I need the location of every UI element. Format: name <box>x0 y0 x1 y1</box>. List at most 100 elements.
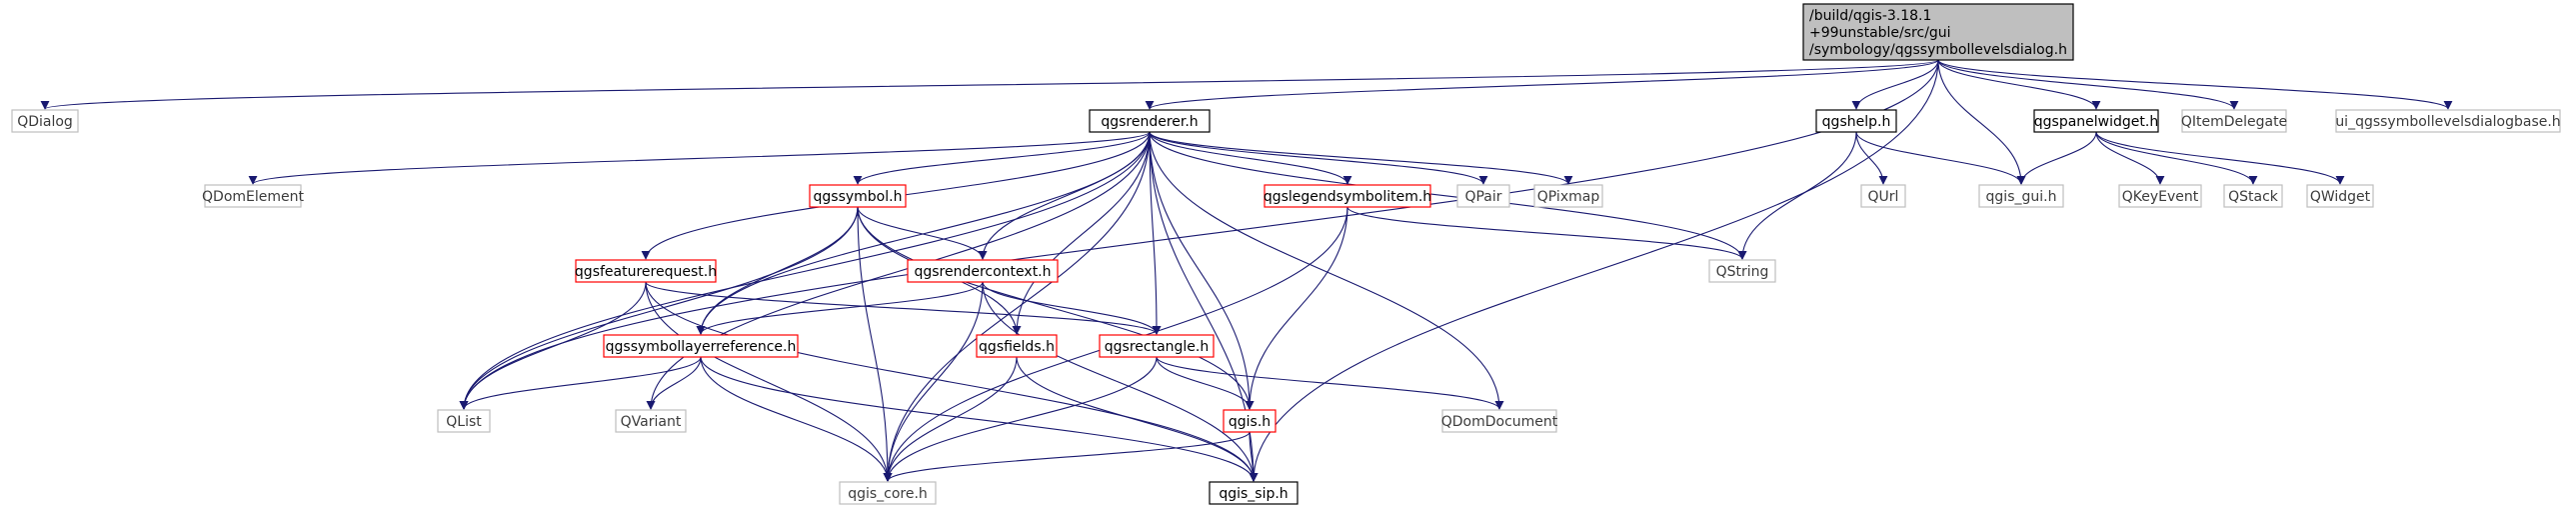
node-qgshelp[interactable]: qgshelp.h <box>1815 109 1897 133</box>
node-label: qgssymbollayerreference.h <box>606 339 797 355</box>
node-label: QList <box>446 414 482 430</box>
edge-qgsfields-to-qgiscore <box>883 356 1018 482</box>
node-label: qgsfields.h <box>979 339 1055 355</box>
edge-qgis-to-qgissip <box>1249 431 1259 482</box>
edge-qgsrenderer-to-qgssymbollayerreference <box>696 131 1151 335</box>
edge-qgspanelwidget-to-qkeyevent <box>2095 131 2165 185</box>
node-label: /symbology/qgssymbollevelsdialog.h <box>1809 42 2067 58</box>
edge-qgshelp-to-qurl <box>1855 131 1888 185</box>
edge-qgsrenderer-to-qgsfields <box>1012 131 1151 335</box>
node-box <box>2306 184 2374 208</box>
node-label: qgsrendercontext.h <box>914 264 1051 280</box>
node-box <box>1533 184 1603 208</box>
edge-root-to-qgisgui <box>1937 59 2026 185</box>
node-label: QPair <box>1464 189 1501 205</box>
edge-qgsrenderer-to-qstring <box>1149 131 1747 260</box>
node-label: QPixmap <box>1537 189 1600 205</box>
node-label: QWidget <box>2310 189 2371 205</box>
node-qpair: QPair <box>1456 184 1510 208</box>
edge-qgslegendsymbolitem-to-qstring <box>1346 206 1747 260</box>
node-qgsrendercontext[interactable]: qgsrendercontext.h <box>907 259 1059 283</box>
edge-qgis-to-qgiscore <box>883 431 1251 482</box>
node-box <box>2118 184 2202 208</box>
edge-qgshelp-to-qgisgui <box>1855 131 2026 185</box>
node-box <box>1223 409 1277 433</box>
node-label: qgis.h <box>1229 414 1271 430</box>
node-label: qgsfeaturerequest.h <box>575 264 717 280</box>
node-label: QDomDocument <box>1441 414 1558 430</box>
edge-qgsrenderer-to-qvariant <box>646 131 1151 410</box>
edge-qgsfeaturerequest-to-qgissip <box>645 281 1259 482</box>
node-label: +99unstable/src/gui <box>1809 25 1951 41</box>
node-qgsrectangle[interactable]: qgsrectangle.h <box>1099 334 1215 358</box>
node-box <box>907 259 1059 283</box>
node-box <box>1815 109 1897 133</box>
edge-qgsrectangle-to-qdomdocument <box>1156 356 1504 410</box>
node-qgsrenderer[interactable]: qgsrenderer.h <box>1089 109 1211 133</box>
node-box <box>2335 109 2561 133</box>
node-qpixmap: QPixmap <box>1533 184 1603 208</box>
edge-qgspanelwidget-to-qwidget <box>2095 131 2345 185</box>
edge-qgssymbollayerreference-to-qvariant <box>646 356 702 410</box>
edge-qgsfeaturerequest-to-qgiscore <box>645 281 893 482</box>
node-qdomelement: QDomElement <box>202 184 304 208</box>
edge-root-to-qgshelp <box>1851 59 1939 110</box>
node-box <box>976 334 1058 358</box>
node-box <box>1802 3 2074 61</box>
node-label: ui_qgssymbollevelsdialogbase.h <box>2335 114 2560 130</box>
node-qgssymbollayerreference[interactable]: qgssymbollayerreference.h <box>603 334 799 358</box>
edge-qgslegendsymbolitem-to-qgis <box>1245 206 1348 410</box>
node-label: QUrl <box>1868 189 1899 205</box>
node-box <box>603 334 799 358</box>
edge-qgsrenderer-to-qgslegendsymbolitem <box>1149 131 1352 185</box>
edge-qgsrenderer-to-qlist <box>459 131 1151 410</box>
node-qgslegendsymbolitem[interactable]: qgslegendsymbolitem.h <box>1264 184 1431 208</box>
edge-qgsrenderer-to-qpair <box>1149 131 1488 185</box>
node-box <box>437 409 491 433</box>
node-box <box>1089 109 1211 133</box>
node-qlist: QList <box>437 409 491 433</box>
node-label: QStack <box>2228 189 2279 205</box>
node-box <box>2181 109 2287 133</box>
node-label: qgis_sip.h <box>1219 486 1288 502</box>
node-box <box>615 409 687 433</box>
node-label: qgsrenderer.h <box>1101 114 1198 130</box>
node-box <box>575 259 717 283</box>
node-box <box>1456 184 1510 208</box>
edge-qgspanelwidget-to-qstack <box>2095 131 2258 185</box>
node-box <box>1264 184 1431 208</box>
nodes-layer: /build/qgis-3.18.1+99unstable/src/gui/sy… <box>11 3 2561 505</box>
node-root[interactable]: /build/qgis-3.18.1+99unstable/src/gui/sy… <box>1802 3 2074 61</box>
node-box <box>1978 184 2064 208</box>
node-box <box>1209 481 1298 505</box>
node-label: QString <box>1716 264 1769 280</box>
node-label: qgslegendsymbolitem.h <box>1264 189 1431 205</box>
node-qgspanelwidget[interactable]: qgspanelwidget.h <box>2033 109 2159 133</box>
edge-root-to-qitemdelegate <box>1937 59 2239 110</box>
node-label: qgis_core.h <box>848 486 928 502</box>
node-qgsfields[interactable]: qgsfields.h <box>976 334 1058 358</box>
edge-qgsrendercontext-to-qgsrectangle <box>982 281 1162 335</box>
edge-root-to-qdialog <box>41 59 1939 110</box>
edge-qgshelp-to-qstring <box>1737 131 1857 260</box>
node-label: QItemDelegate <box>2181 114 2287 130</box>
node-box <box>204 184 302 208</box>
node-qgsfeaturerequest[interactable]: qgsfeaturerequest.h <box>575 259 717 283</box>
edge-root-to-uidialogbase <box>1937 59 2453 110</box>
node-qgis[interactable]: qgis.h <box>1223 409 1277 433</box>
node-label: qgshelp.h <box>1822 114 1891 130</box>
edge-root-to-qgissip <box>1249 59 1939 482</box>
node-label: /build/qgis-3.18.1 <box>1809 8 1931 24</box>
node-qgssymbol[interactable]: qgssymbol.h <box>809 184 907 208</box>
edge-qgsrectangle-to-qgiscore <box>883 356 1158 482</box>
edge-qgsrenderer-to-qgssymbol <box>853 131 1151 185</box>
node-qgissip[interactable]: qgis_sip.h <box>1209 481 1298 505</box>
node-uidialogbase: ui_qgssymbollevelsdialogbase.h <box>2335 109 2561 133</box>
node-box <box>1099 334 1215 358</box>
node-label: QKeyEvent <box>2122 189 2199 205</box>
edge-qgssymbol-to-qgsrendercontext <box>857 206 988 260</box>
node-qvariant: QVariant <box>615 409 687 433</box>
edge-qgsrenderer-to-qgsrendercontext <box>978 131 1151 260</box>
edge-qgsrenderer-to-qgiscore <box>883 131 1151 482</box>
